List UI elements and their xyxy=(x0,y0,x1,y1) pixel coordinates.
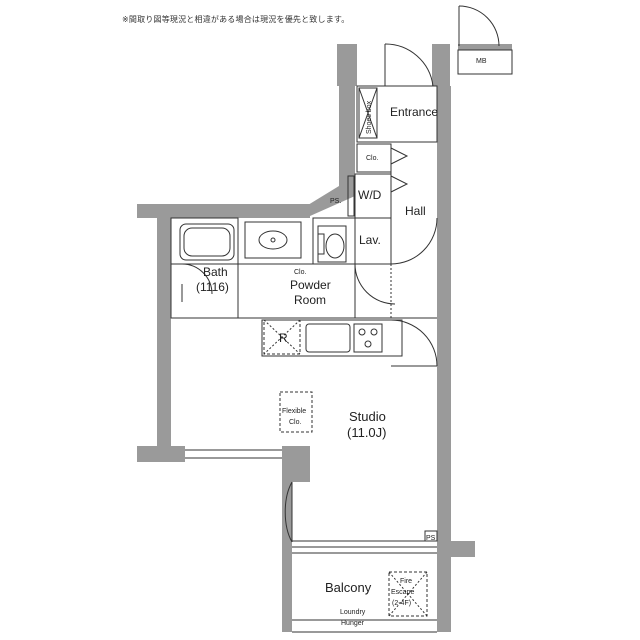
label-ps-lower: PS xyxy=(426,535,436,542)
label-laundry-1: Loundry xyxy=(340,609,366,616)
label-hall: Hall xyxy=(405,204,426,218)
label-fridge: R xyxy=(279,331,288,345)
label-bath-size: (1116) xyxy=(196,280,229,294)
label-wd: W/D xyxy=(358,188,382,202)
label-closet-powder: Clo. xyxy=(294,269,307,276)
label-shoes-box: Shoes box xyxy=(366,100,373,134)
label-powder-2: Room xyxy=(294,293,326,307)
label-fire-2: Escape xyxy=(391,589,414,596)
label-flex-2: Clo. xyxy=(289,419,302,426)
label-closet-hall: Clo. xyxy=(366,155,379,162)
partitions xyxy=(170,49,513,633)
label-lav: Lav. xyxy=(359,233,381,247)
label-ps-upper: PS. xyxy=(330,198,341,205)
walls xyxy=(137,44,512,632)
labels: Entrance Shoes box Clo. W/D PS. Hall Lav… xyxy=(196,58,487,627)
label-powder-1: Powder xyxy=(290,278,331,292)
label-flex-1: Flexible xyxy=(282,408,306,415)
label-fire-1: Fire xyxy=(400,578,412,585)
label-fire-3: (2-4F) xyxy=(392,600,411,607)
label-bath: Bath xyxy=(203,265,228,279)
door-swings xyxy=(181,5,500,543)
label-entrance: Entrance xyxy=(390,105,438,119)
label-balcony: Balcony xyxy=(325,580,372,595)
label-studio: Studio xyxy=(349,409,386,424)
disclaimer-note: ※間取り図等現況と相違がある場合は現況を優先と致します。 xyxy=(122,15,350,24)
label-studio-size: (11.0J) xyxy=(347,425,387,440)
label-mb: MB xyxy=(476,58,487,65)
label-laundry-2: Hunger xyxy=(341,620,365,627)
